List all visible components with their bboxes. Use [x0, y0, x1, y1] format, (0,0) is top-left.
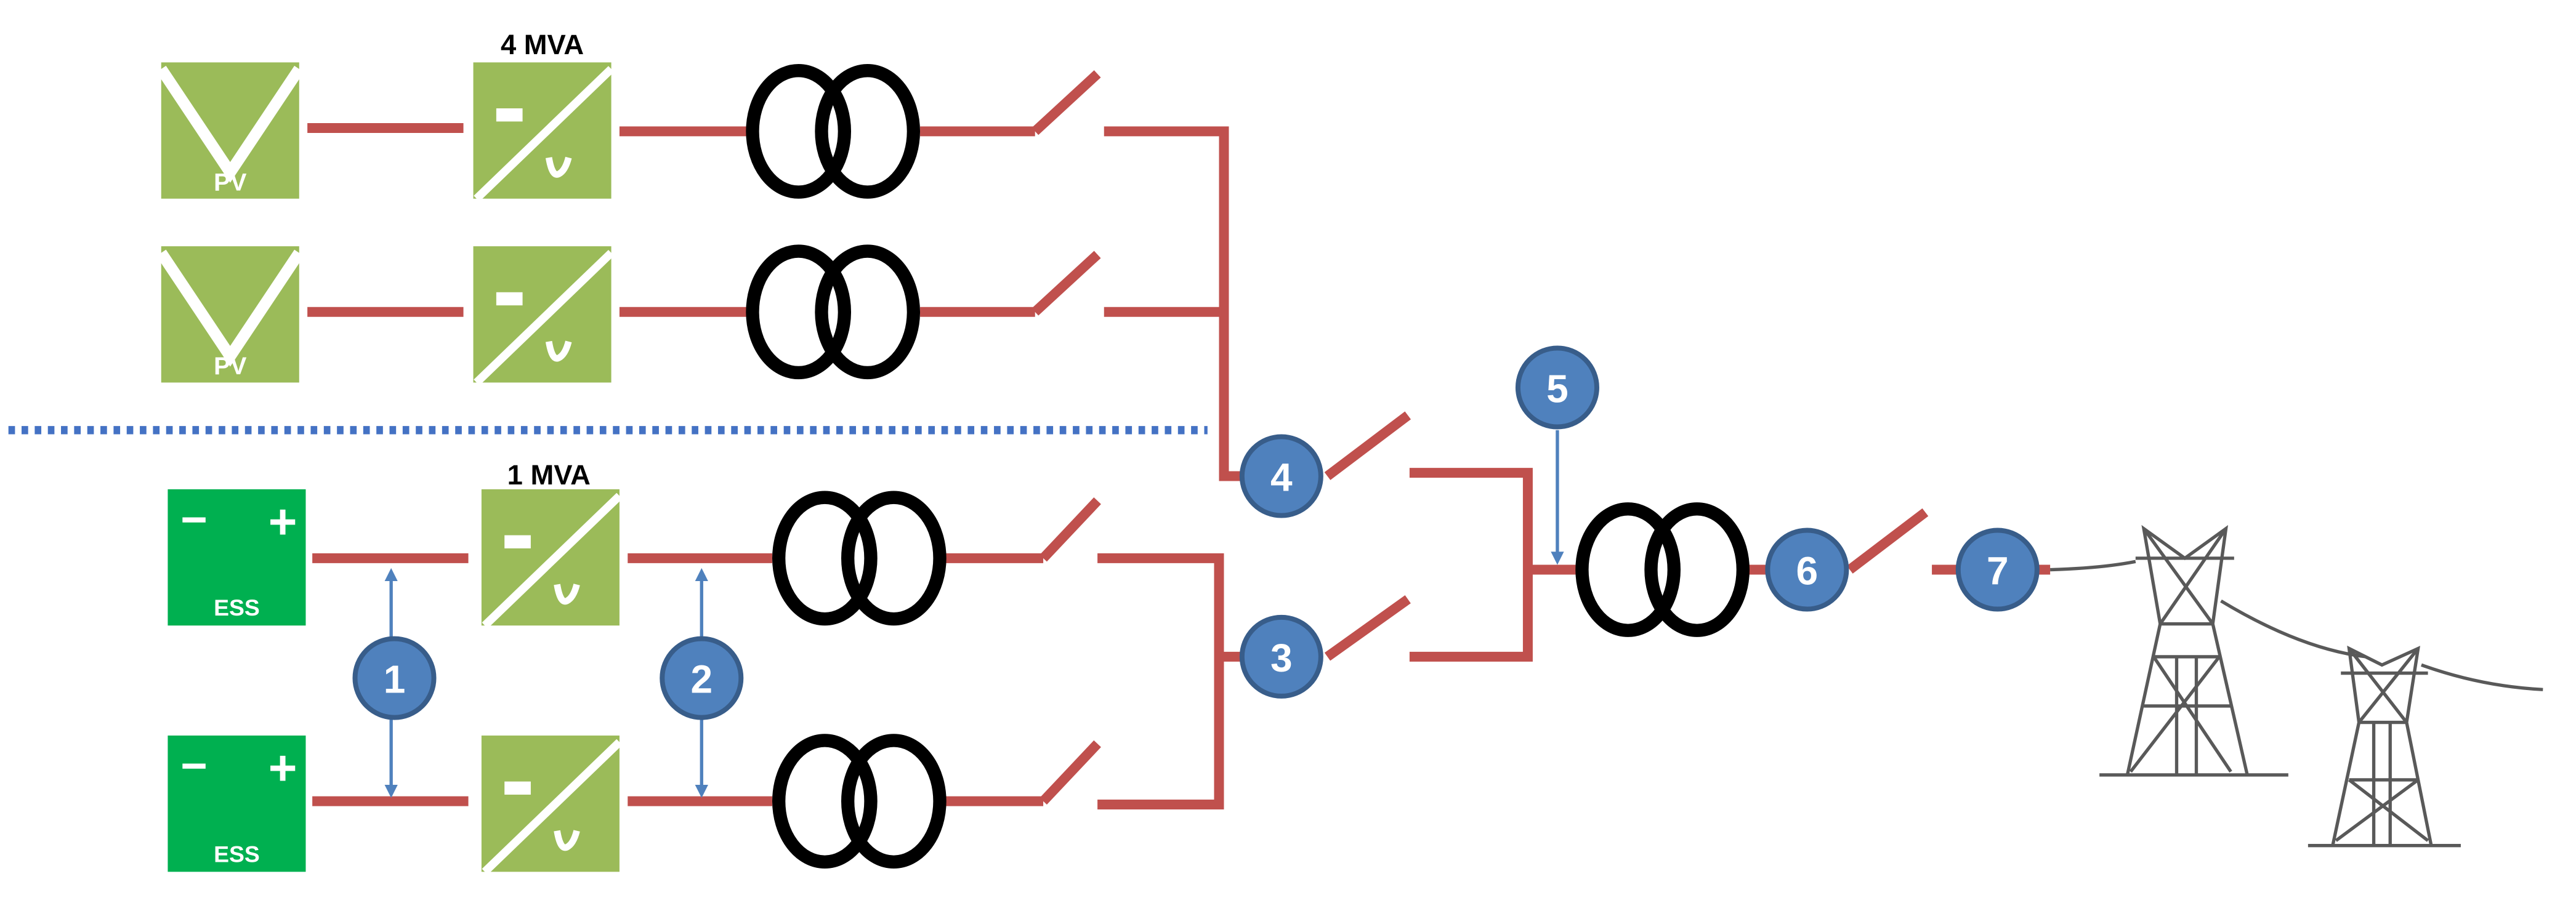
node-6: 6: [1765, 528, 1849, 612]
transmission-tower-icon: [2307, 645, 2461, 848]
node-7: 7: [1955, 528, 2040, 612]
node-1: 1: [352, 636, 437, 720]
main-transformer-icon: [1575, 502, 1750, 637]
pv-label: PV: [214, 353, 247, 380]
node-5: 5: [1515, 345, 1599, 430]
transmission-tower-icon: [2099, 524, 2288, 777]
ess-label: ESS: [214, 595, 260, 620]
transformer-icon: [746, 244, 921, 380]
svg-text:4: 4: [1270, 456, 1293, 500]
node-3: 3: [1239, 614, 1323, 699]
transformer-icon: [746, 64, 921, 199]
svg-text:7: 7: [1987, 549, 2009, 593]
transformer-icon: [772, 734, 947, 869]
ess-battery: − + ESS: [168, 735, 306, 872]
svg-text:2: 2: [690, 657, 713, 702]
node-2: 2: [660, 636, 744, 720]
svg-text:5: 5: [1546, 366, 1569, 411]
ess-battery: − + ESS: [168, 489, 306, 626]
transformer-icon: [772, 491, 947, 626]
svg-text:3: 3: [1270, 636, 1293, 680]
bus-lines: [307, 70, 2051, 809]
pv-label: PV: [214, 169, 247, 196]
node-4: 4: [1239, 434, 1323, 518]
plus-sign: +: [269, 494, 297, 549]
pv-panel: PV: [156, 246, 304, 383]
ess-inverter: [481, 735, 623, 875]
svg-text:1: 1: [384, 657, 406, 702]
pv-panel: PV: [156, 62, 304, 199]
transmission-wire: [2050, 560, 2543, 691]
minus-sign: −: [180, 494, 208, 545]
svg-text:6: 6: [1796, 549, 1819, 593]
pv-inverter: [473, 62, 615, 202]
plus-sign: +: [269, 740, 297, 795]
ess-inverter-rating: 1 MVA: [507, 459, 591, 491]
pv-inverter-rating: 4 MVA: [501, 29, 584, 60]
pv-inverter: [473, 246, 615, 386]
minus-sign: −: [180, 740, 208, 792]
ess-label: ESS: [214, 841, 260, 867]
ess-inverter: [481, 489, 623, 629]
